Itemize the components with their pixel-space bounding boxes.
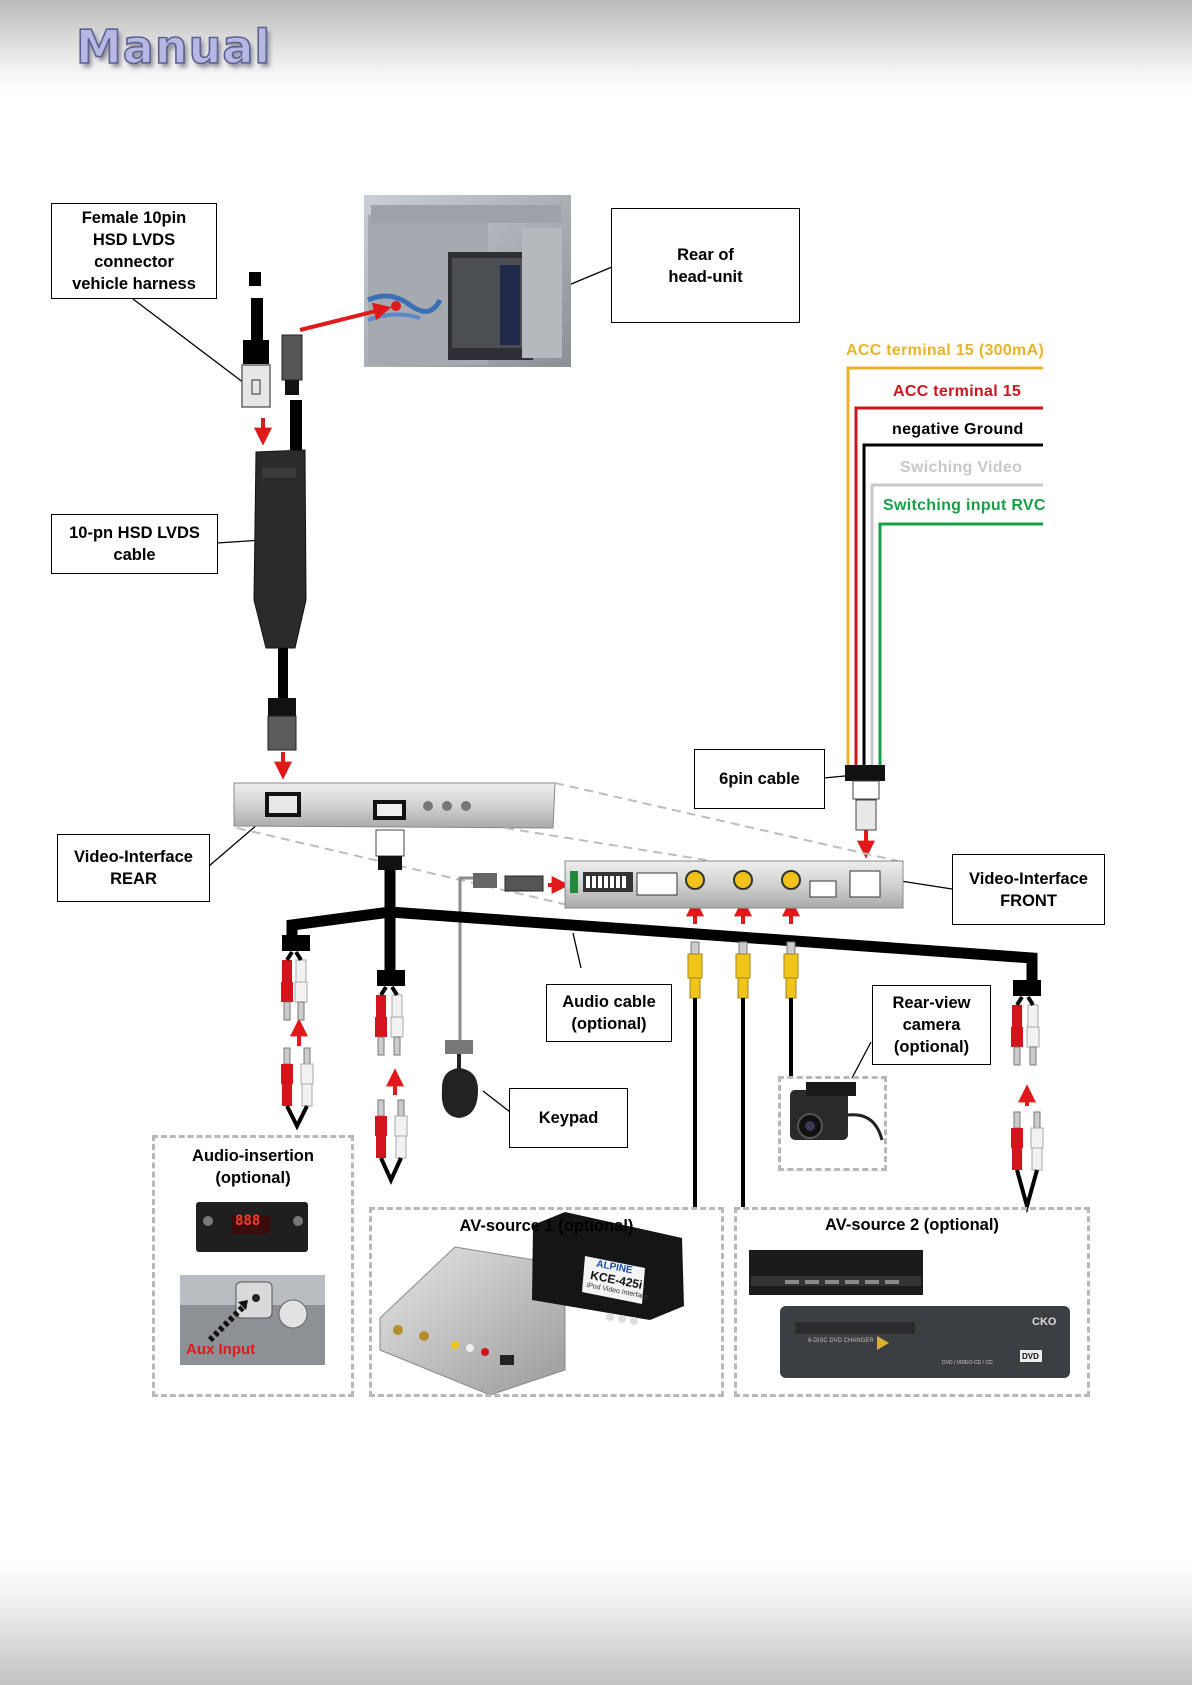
wire-label-ground: negative Ground — [892, 421, 1024, 438]
audio-cable-label: Audio cable (optional) — [546, 984, 672, 1042]
av-source-2-group — [734, 1207, 1090, 1397]
lvds-cable-assembly — [241, 272, 307, 751]
av-source-2-title: AV-source 2 (optional) — [825, 1216, 999, 1234]
page-title: Manual — [75, 19, 272, 75]
harness-collars — [282, 935, 1041, 996]
lvds-cable-label: 10-pn HSD LVDS cable — [51, 514, 218, 574]
footer-band — [0, 1560, 1192, 1685]
led-display-text: 888 — [235, 1213, 261, 1229]
audio-insertion-group — [152, 1135, 354, 1397]
video-interface-rear-device — [233, 782, 556, 829]
rear-view-camera-label: Rear-view camera (optional) — [872, 985, 991, 1065]
video-interface-front-device — [564, 860, 904, 909]
video-interface-front-label: Video-Interface FRONT — [952, 854, 1105, 925]
wire-label-acc: ACC terminal 15 — [893, 383, 1022, 400]
changer-brand-text: CKO — [1032, 1316, 1057, 1328]
changer-dvd-text: DVD — [1022, 1352, 1039, 1361]
camera-group-frame — [778, 1076, 887, 1171]
changer-label-text: 6-DISC DVD CHANGER — [808, 1338, 874, 1344]
power-wires — [846, 366, 1043, 765]
main-harness — [286, 868, 1038, 985]
av-source-2-photos — [749, 1250, 1070, 1378]
head-unit-photo — [364, 195, 571, 367]
changer-formats-text: DVD / VIDEO-CD / CD — [942, 1360, 993, 1366]
rear-head-unit-label: Rear of head-unit — [611, 208, 800, 323]
white-plug-rear — [375, 829, 405, 870]
wire-label-switching-video: Swiching Video — [900, 459, 1023, 476]
header-band — [0, 0, 1192, 95]
six-pin-connector — [845, 765, 885, 831]
av-source-1-group — [369, 1207, 724, 1397]
audio-insertion-photos — [180, 1202, 325, 1365]
video-interface-rear-label: Video-Interface REAR — [57, 834, 210, 902]
camera-photo — [790, 1082, 884, 1141]
aux-input-label: Aux Input — [186, 1341, 256, 1358]
wire-label-switching-rvc: Switching input RVC — [883, 497, 1046, 514]
video-cables — [693, 998, 793, 1207]
perspective-lines — [236, 782, 899, 906]
keypad-label: Keypad — [509, 1088, 628, 1148]
keypad-cable — [441, 873, 544, 1118]
six-pin-cable-label: 6pin cable — [694, 749, 825, 809]
wire-label-acc-300ma: ACC terminal 15 (300mA) — [846, 342, 1045, 359]
audio-insertion-title: Audio-insertion (optional) — [192, 1147, 314, 1187]
female-connector-label: Female 10pin HSD LVDS connector vehicle … — [51, 203, 217, 299]
rca-plugs — [281, 941, 1044, 1214]
av-source-1-photos — [379, 1212, 684, 1396]
av-source-1-title: AV-source 1 (optional) — [459, 1217, 634, 1235]
